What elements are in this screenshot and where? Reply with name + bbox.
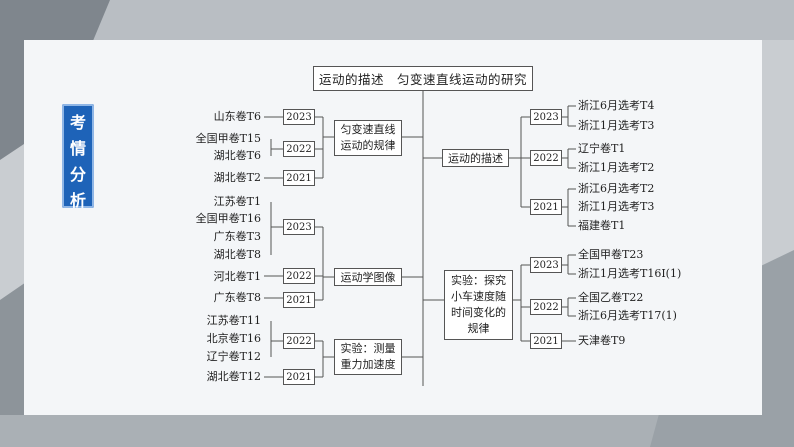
year-box: 2022 — [530, 299, 562, 315]
exam-item: 江苏卷T11 — [206, 314, 261, 327]
exam-item: 辽宁卷T12 — [206, 350, 261, 363]
exam-item: 浙江6月选考T17(1) — [578, 309, 677, 322]
topic-label: 匀变速直线运动的规律 — [340, 123, 396, 152]
exam-item: 广东卷T3 — [213, 230, 261, 243]
section-tab-char: 考 — [69, 113, 86, 132]
exam-item: 浙江1月选考T3 — [578, 119, 655, 132]
year-box: 2021 — [530, 333, 562, 349]
exam-item: 浙江1月选考T2 — [578, 161, 655, 174]
exam-item: 河北卷T1 — [213, 270, 261, 283]
topic-gravity-experiment: 实验：测量重力加速度 — [334, 339, 402, 375]
topic-uniform-acceleration-laws: 匀变速直线运动的规律 — [334, 120, 402, 156]
exam-item: 全国甲卷T23 — [578, 248, 644, 261]
topic-cart-velocity-experiment: 实验：探究小车速度随时间变化的规律 — [444, 270, 513, 340]
exam-item: 湖北卷T12 — [206, 370, 261, 383]
exam-item: 北京卷T16 — [206, 332, 261, 345]
exam-item: 浙江6月选考T4 — [578, 99, 655, 112]
topic-motion-description: 运动的描述 — [442, 149, 509, 167]
exam-item: 江苏卷T1 — [213, 195, 261, 208]
year-box: 2023 — [283, 219, 315, 235]
exam-item: 全国乙卷T22 — [578, 291, 644, 304]
year-box: 2021 — [530, 199, 562, 215]
exam-item: 全国甲卷T15 — [195, 132, 261, 145]
exam-item: 山东卷T6 — [213, 110, 261, 123]
topic-label: 实验：探究小车速度随时间变化的规律 — [451, 274, 506, 335]
exam-item: 浙江6月选考T2 — [578, 182, 655, 195]
year-box: 2022 — [283, 268, 315, 284]
exam-item: 福建卷T1 — [578, 219, 626, 232]
year-box: 2022 — [530, 150, 562, 166]
exam-item: 湖北卷T2 — [213, 171, 261, 184]
topic-kinematics-graphs: 运动学图像 — [334, 268, 402, 286]
year-box: 2022 — [283, 141, 315, 157]
year-box: 2022 — [283, 333, 315, 349]
section-tab-char: 情 — [69, 139, 86, 158]
exam-item: 湖北卷T6 — [213, 149, 261, 162]
section-tab-char: 分 — [69, 165, 86, 184]
exam-item: 天津卷T9 — [578, 334, 626, 347]
section-tab: 考 情 分 析 — [62, 104, 94, 210]
topic-label: 运动学图像 — [340, 271, 396, 284]
topic-label: 运动的描述 — [448, 152, 503, 165]
year-box: 2021 — [283, 170, 315, 186]
year-box: 2023 — [530, 109, 562, 125]
year-box: 2023 — [283, 109, 315, 125]
section-tab-char: 析 — [69, 191, 86, 210]
topic-label: 实验：测量重力加速度 — [340, 342, 396, 371]
diagram-title: 运动的描述 匀变速直线运动的研究 — [313, 66, 533, 91]
exam-item: 浙江1月选考T16Ⅰ(1) — [578, 267, 682, 280]
exam-item: 辽宁卷T1 — [578, 142, 626, 155]
year-box: 2021 — [283, 292, 315, 308]
exam-item: 浙江1月选考T3 — [578, 200, 655, 213]
year-box: 2023 — [530, 257, 562, 273]
year-box: 2021 — [283, 369, 315, 385]
exam-item: 全国甲卷T16 — [195, 212, 261, 225]
exam-item: 广东卷T8 — [213, 291, 261, 304]
exam-item: 湖北卷T8 — [213, 248, 261, 261]
